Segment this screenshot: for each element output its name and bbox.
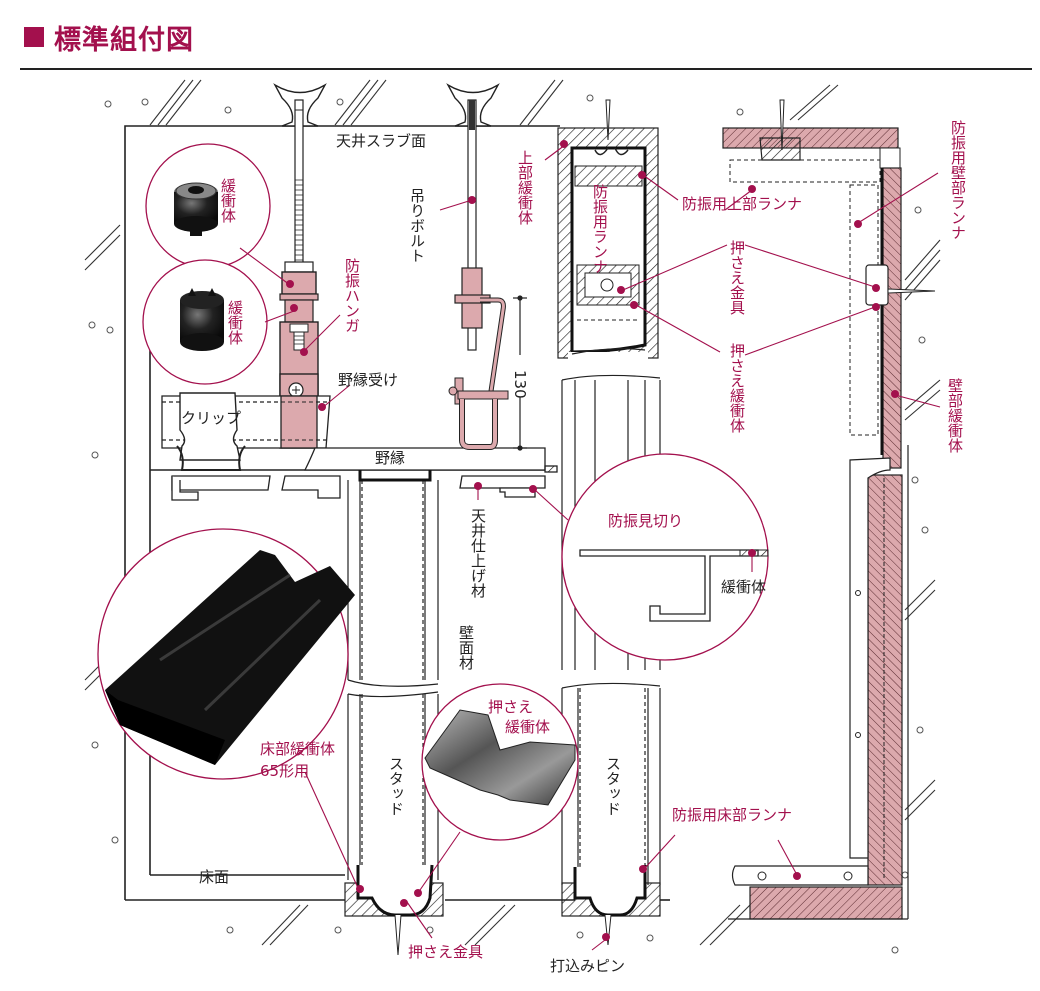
callout-press-cushion [421,683,579,841]
label-wall-material: 壁面材 [457,625,475,670]
slab-hatch-marks [84,79,941,946]
label-cushion-top: 緩衝体 [219,178,237,223]
label-floor-runner: 防振用床部ランナ [672,806,792,824]
label-floor-cushion-type: 65形用 [260,762,309,780]
title-square-icon [24,27,44,47]
label-upper-cushion: 上部緩衝体 [516,150,534,225]
label-press-cushion-top: 押さえ緩衝体 [728,343,746,433]
title-text: 標準組付図 [54,25,194,56]
label-wall-cushion: 壁部緩衝体 [946,378,964,453]
upper-runner-section [557,99,659,360]
dimension-130 [513,295,527,451]
label-press-cushion-photo-line2: 緩衝体 [505,718,550,736]
label-furring: 野縁 [375,449,405,467]
ceiling-finish-trim-left [171,475,341,501]
label-hanger: 防振ハンガ [343,258,361,333]
label-hanging-bolt: 吊りボルト [408,188,426,263]
hanging-bolt-right [448,99,509,450]
label-upper-runner: 防振用上部ランナ [682,195,802,213]
floor-runner-left [344,864,444,956]
label-edge-trim: 防振見切り [608,512,683,530]
dimension-label-bg [510,355,530,397]
leader-lines [239,144,941,951]
label-clip: クリップ [181,409,241,427]
label-press-fitting-top: 押さえ金具 [728,240,746,315]
label-press-cushion-photo-line1: 押さえ [488,698,533,716]
label-wall-runner: 防振用壁部ランナ [949,120,967,240]
label-drive-pin: 打込みピン [550,957,625,975]
callout-edge-trim [561,453,769,661]
clip [176,392,246,471]
label-floor-surface: 床面 [199,868,229,886]
label-ceiling-slab: 天井スラブ面 [336,132,426,150]
floor-runner-right [561,865,661,946]
label-dimension-130: 130 [511,370,529,399]
wall-runner-right [849,167,936,469]
hanger-front-plate [280,395,318,449]
page-title: 標準組付図 [24,18,194,57]
header-rule [20,68,1032,70]
callout-cushion-top [145,143,271,269]
stud-column-left [347,470,439,880]
label-stud-left: スタッド [387,756,405,816]
label-edge-trim-cushion: 緩衝体 [721,578,766,596]
leader-dots [286,140,899,941]
upper-runner-top-right [722,99,901,183]
label-vibration-runner: 防振用ランナ [591,184,609,274]
label-ceiling-finish: 天井仕上げ材 [469,508,487,598]
wall-lower-right [849,457,903,886]
floor-runner-right-side [728,445,909,920]
label-stud-right: スタッド [604,756,622,816]
label-cushion-bottom: 緩衝体 [226,300,244,345]
callout-cushion-bottom [142,259,268,385]
furring [303,447,546,471]
hanging-bolt-left [294,99,304,271]
label-furring-receiver: 野縁受け [338,371,398,389]
label-press-fitting-bottom: 押さえ金具 [408,943,483,961]
callout-floor-cushion [97,528,355,780]
label-floor-cushion: 床部緩衝体 [260,740,335,758]
